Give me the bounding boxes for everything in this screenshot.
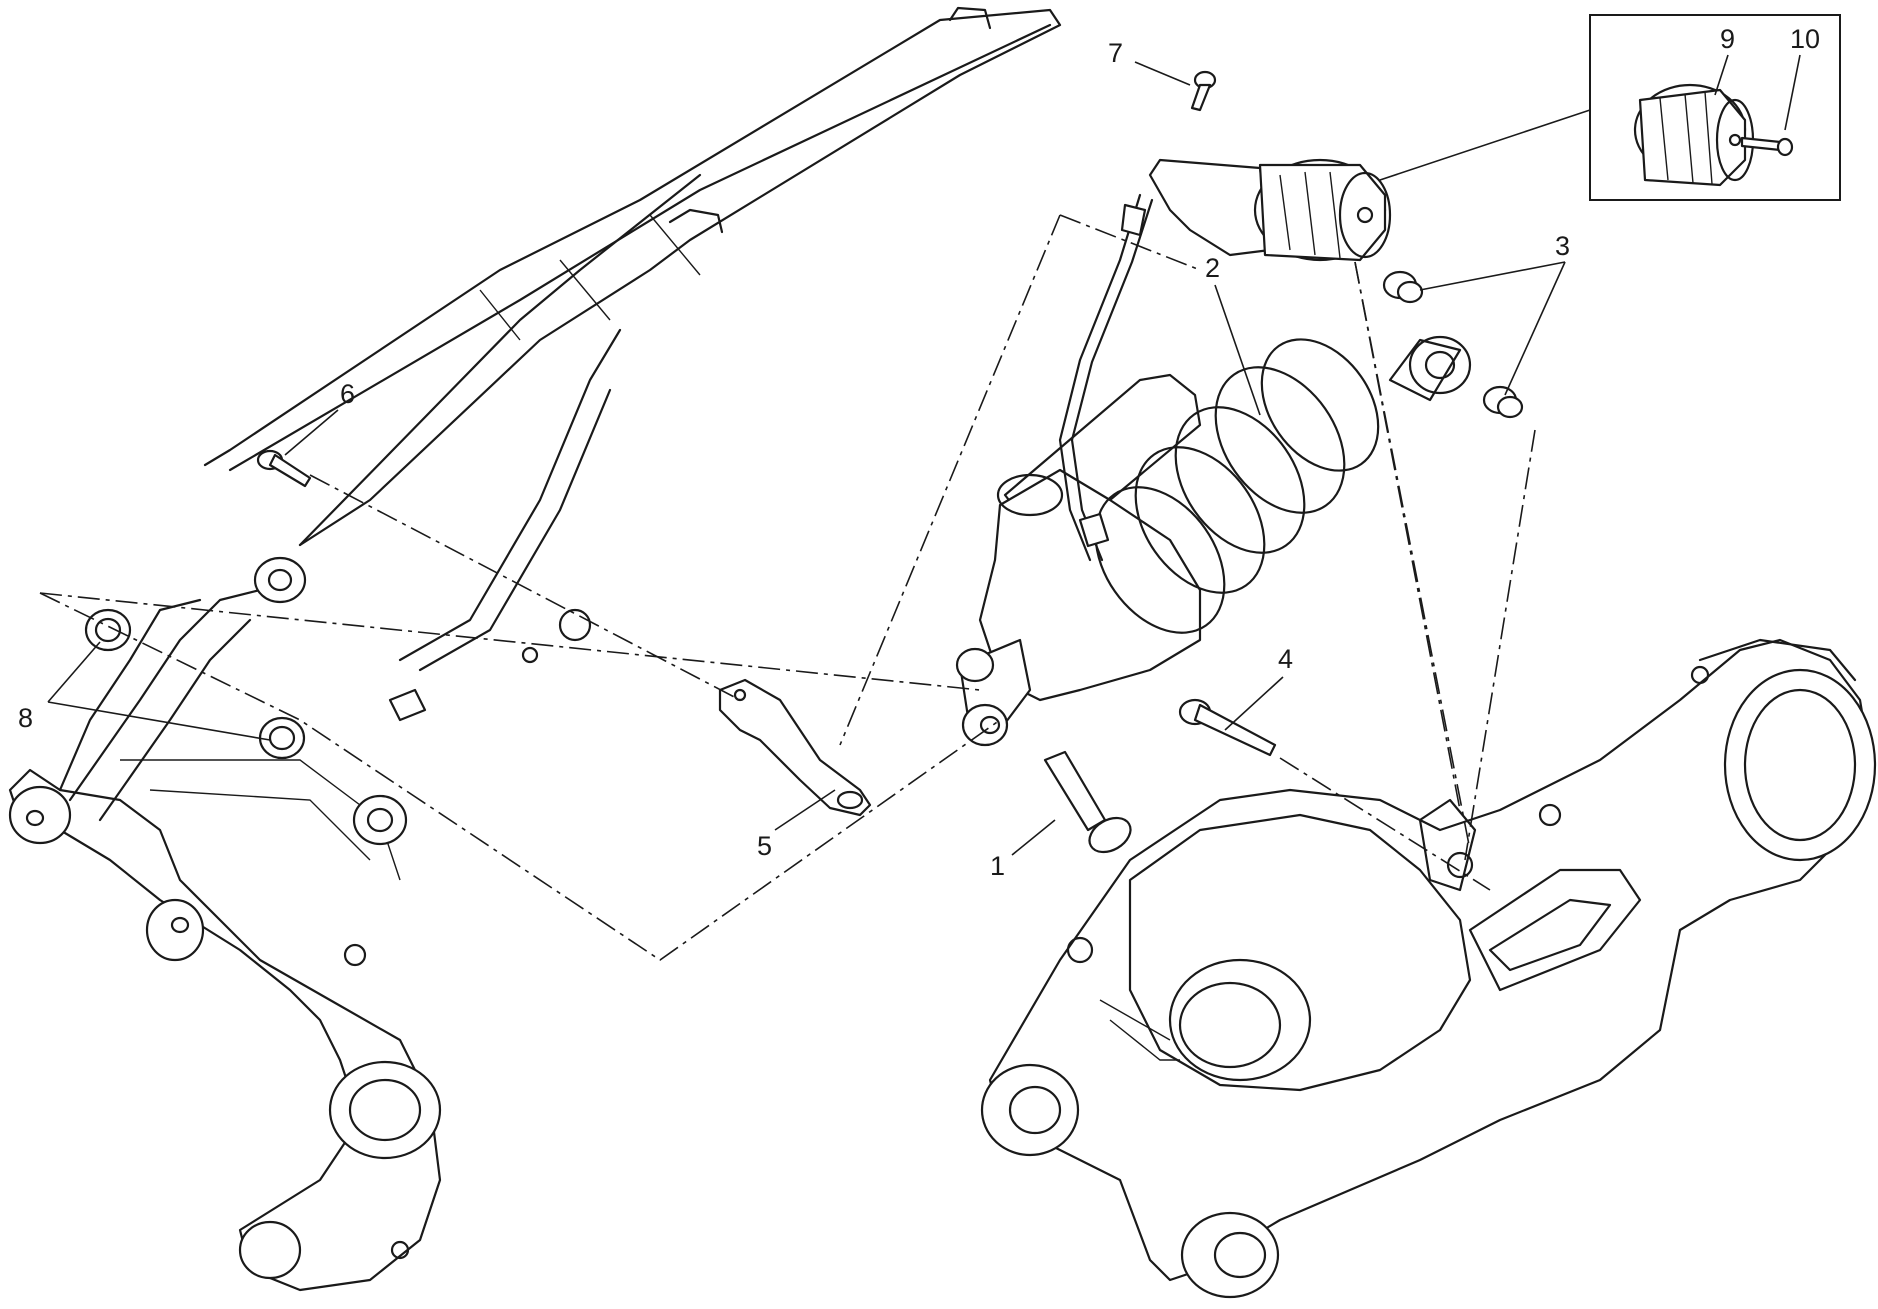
swingarm-assembly bbox=[980, 638, 1877, 1299]
part-6-bolt bbox=[256, 449, 312, 488]
inset-leader-line bbox=[1379, 109, 1591, 181]
frame-assembly bbox=[8, 6, 1062, 1292]
shock-spring bbox=[1094, 338, 1380, 634]
callout-3: 3 bbox=[1555, 231, 1570, 261]
part-1-bolt bbox=[1043, 750, 1132, 854]
rear-shock-absorber bbox=[955, 335, 1472, 747]
part-8-seals bbox=[84, 608, 306, 760]
callout-1: 1 bbox=[990, 851, 1005, 881]
callout-4: 4 bbox=[1278, 644, 1293, 674]
callout-5: 5 bbox=[757, 831, 772, 861]
detail-inset-9-10 bbox=[1589, 14, 1841, 201]
callout-7: 7 bbox=[1108, 38, 1123, 68]
callout-labels: 1 2 3 4 5 6 7 8 9 10 bbox=[18, 24, 1820, 881]
part-4-bolt bbox=[1178, 698, 1277, 757]
remote-preload-adjuster bbox=[1058, 158, 1392, 562]
part-3-bushings bbox=[1382, 270, 1524, 419]
part-5-hose-bracket bbox=[718, 678, 872, 817]
part-7-screw bbox=[1190, 70, 1217, 112]
callout-8: 8 bbox=[18, 703, 33, 733]
callout-2: 2 bbox=[1205, 253, 1220, 283]
callout-9: 9 bbox=[1720, 24, 1735, 54]
callout-leaders bbox=[47, 54, 1801, 856]
callout-6: 6 bbox=[340, 379, 355, 409]
assembly-lines bbox=[39, 214, 1536, 961]
callout-10: 10 bbox=[1790, 24, 1820, 54]
